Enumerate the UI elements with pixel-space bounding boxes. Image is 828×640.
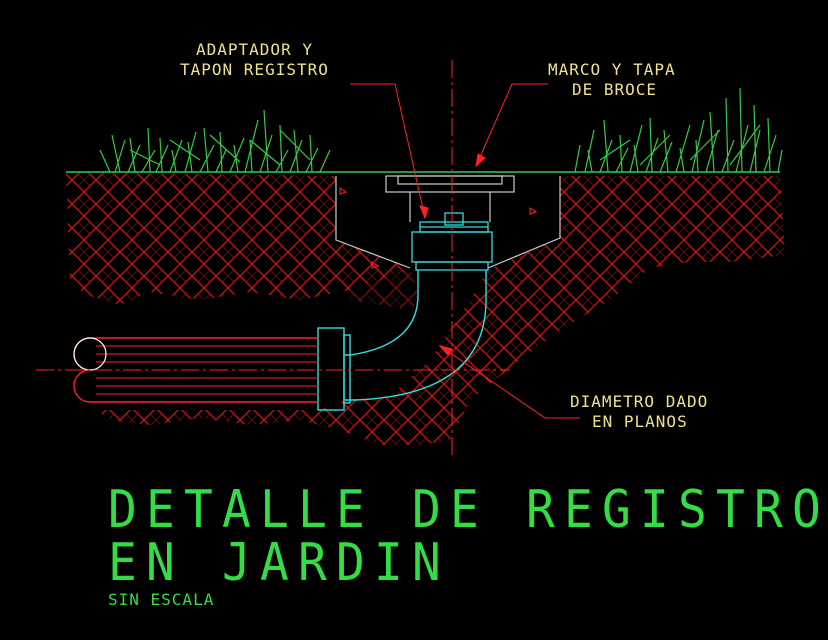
frame-and-lid [385,175,515,222]
center-lines [36,60,510,455]
concrete-marks [339,187,538,269]
drawing-title-line1: DETALLE DE REGISTRO [108,480,828,540]
registro-excavation [335,176,561,269]
horizontal-pipe [73,337,318,403]
label-diametro-line1: DIAMETRO DADO [570,392,709,411]
label-adaptador-line1: ADAPTADOR Y [196,40,313,59]
label-marco-line2: DE BROCE [572,80,658,99]
leaders [350,83,580,419]
drawing-title-line2: EN JARDIN [108,533,451,593]
grass-right [574,87,783,173]
coupling [317,327,351,411]
soil-hatch [66,172,785,445]
label-diametro-line2: EN PLANOS [592,412,688,431]
grass-left [99,109,331,173]
label-adaptador-line2: TAPON REGISTRO [180,60,329,79]
elbow-pipe [345,270,487,401]
label-marco-line1: MARCO Y TAPA [548,60,676,79]
drawing-scale-note: SIN ESCALA [108,590,215,609]
